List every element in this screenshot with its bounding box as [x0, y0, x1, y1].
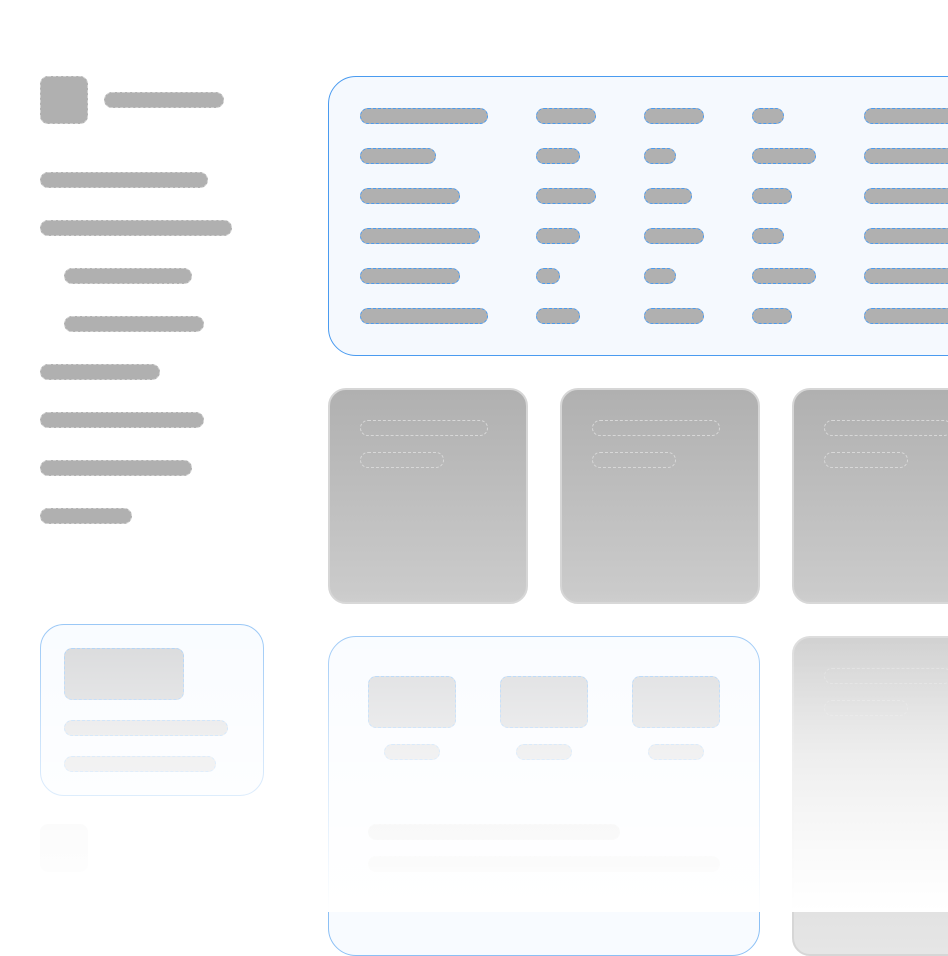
table-cell	[864, 268, 948, 284]
table-cell	[752, 148, 816, 164]
table-cell	[360, 268, 460, 284]
gallery-line	[368, 856, 720, 872]
card-subtitle	[824, 452, 908, 468]
app-title-placeholder	[104, 92, 224, 108]
thumbnail[interactable]	[632, 676, 720, 728]
thumbnail-label	[384, 744, 440, 760]
table-cell	[644, 308, 704, 324]
thumbnail-label	[516, 744, 572, 760]
sidebar-promo-card[interactable]	[40, 624, 264, 796]
sidebar-item[interactable]	[40, 172, 208, 188]
sidebar-item[interactable]	[40, 460, 192, 476]
sidebar-subitem[interactable]	[64, 268, 192, 284]
table-cell	[864, 148, 948, 164]
logo-icon	[40, 76, 88, 124]
thumbnail-label	[648, 744, 704, 760]
card-title	[360, 420, 488, 436]
sidebar-item[interactable]	[40, 220, 232, 236]
table-cell	[536, 148, 580, 164]
table-cell	[864, 228, 948, 244]
table-cell	[360, 148, 436, 164]
card-title	[592, 420, 720, 436]
table-cell	[536, 108, 596, 124]
card-subtitle	[592, 452, 676, 468]
table-cell	[536, 188, 596, 204]
sidebar-subitem[interactable]	[64, 316, 204, 332]
sidebar-item[interactable]	[40, 508, 132, 524]
stat-card[interactable]	[792, 388, 948, 604]
gallery-line	[368, 824, 620, 840]
table-cell	[536, 308, 580, 324]
gallery-panel	[328, 636, 760, 956]
promo-line	[64, 756, 216, 772]
table-cell	[360, 188, 460, 204]
table-cell	[864, 308, 948, 324]
card-subtitle	[360, 452, 444, 468]
sidebar-item[interactable]	[40, 364, 160, 380]
table-cell	[644, 228, 704, 244]
card-title	[824, 668, 948, 684]
thumbnail[interactable]	[368, 676, 456, 728]
thumbnail[interactable]	[500, 676, 588, 728]
table-cell	[644, 268, 676, 284]
table-cell	[752, 308, 792, 324]
stat-card[interactable]	[328, 388, 528, 604]
table-cell	[644, 108, 704, 124]
table-cell	[752, 108, 784, 124]
table-cell	[360, 228, 480, 244]
user-avatar[interactable]	[40, 824, 88, 872]
sidebar-item[interactable]	[40, 412, 204, 428]
data-table-panel	[328, 76, 948, 356]
table-cell	[752, 228, 784, 244]
table-cell	[644, 148, 676, 164]
promo-image-placeholder	[64, 648, 184, 700]
table-cell	[536, 268, 560, 284]
stat-card[interactable]	[560, 388, 760, 604]
card-title	[824, 420, 948, 436]
promo-line	[64, 720, 228, 736]
table-cell	[752, 268, 816, 284]
table-cell	[360, 308, 488, 324]
table-cell	[864, 188, 948, 204]
card-subtitle	[824, 700, 908, 716]
table-cell	[536, 228, 580, 244]
table-cell	[360, 108, 488, 124]
detail-card[interactable]	[792, 636, 948, 956]
table-cell	[752, 188, 792, 204]
table-cell	[864, 108, 948, 124]
table-cell	[644, 188, 692, 204]
